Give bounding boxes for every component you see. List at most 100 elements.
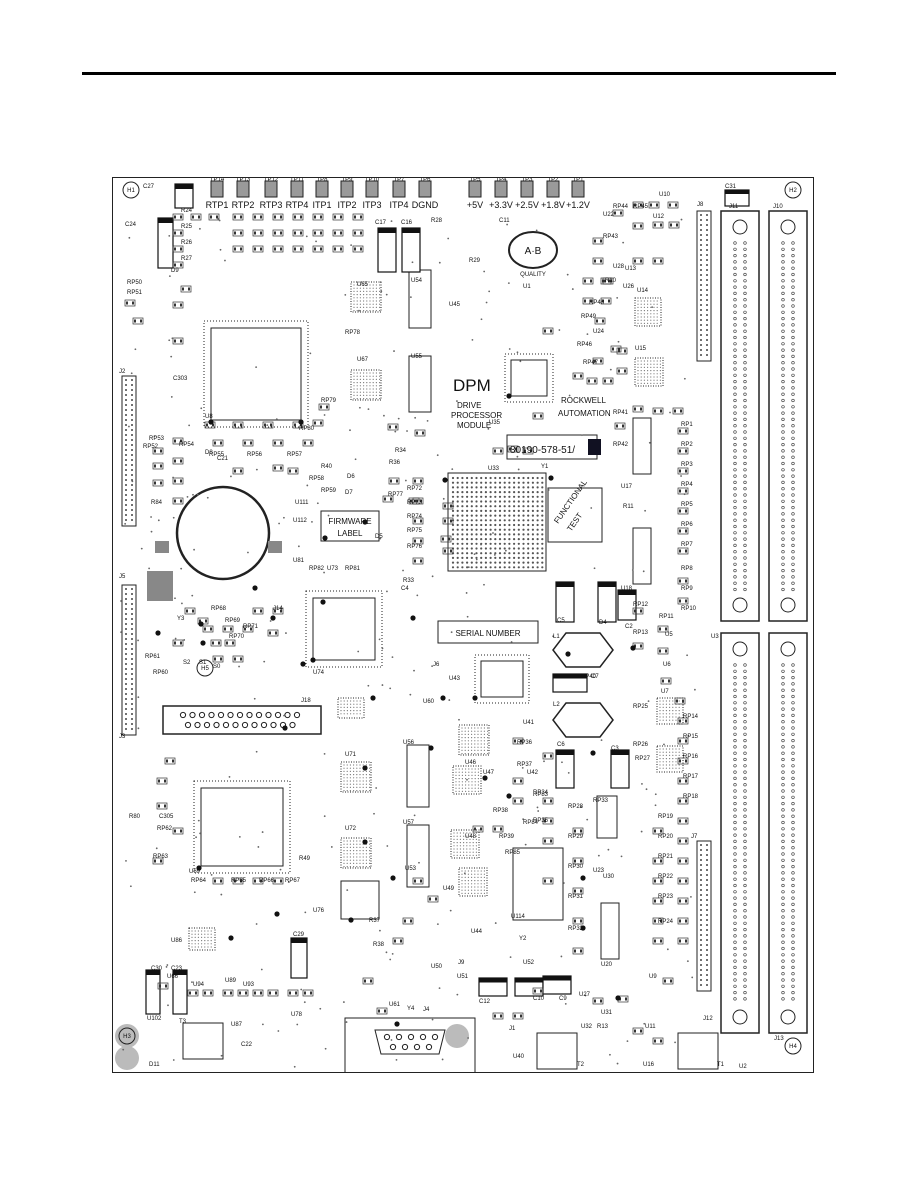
via — [389, 958, 392, 961]
bga-ball — [669, 758, 671, 760]
ref-designator: R13 — [597, 1024, 609, 1030]
bga-ball — [359, 310, 361, 312]
bga-ball — [207, 943, 209, 945]
pin — [743, 694, 747, 699]
bga-ball — [494, 552, 497, 555]
bga-ball — [356, 303, 358, 305]
pin — [131, 499, 133, 501]
smd-pad — [679, 939, 681, 943]
pin — [733, 801, 737, 806]
bga-ball — [541, 561, 544, 564]
bga-ball — [650, 379, 652, 381]
smd-pad — [574, 889, 576, 893]
bga-ball — [379, 300, 381, 302]
smd-pad — [594, 359, 596, 363]
pin — [781, 707, 785, 711]
smd-pad — [520, 1014, 522, 1018]
bga-ball — [456, 848, 458, 850]
bga-ball — [346, 866, 348, 868]
pin — [125, 419, 127, 421]
ref-designator: U12 — [653, 214, 665, 220]
bga-ball — [531, 552, 534, 555]
bga-ball — [372, 372, 374, 374]
bga-ball — [363, 391, 365, 393]
smd-footprint — [387, 423, 399, 431]
bga-ball — [472, 854, 474, 857]
smd-footprint — [632, 607, 644, 615]
smd-footprint — [222, 625, 234, 633]
bga-ball — [353, 843, 355, 845]
smd-footprint — [532, 987, 544, 995]
via — [694, 688, 696, 691]
smd-pad — [205, 619, 207, 623]
bga-ball — [541, 481, 544, 484]
smd-pad — [240, 423, 242, 427]
bga-ball — [363, 382, 365, 384]
via — [571, 288, 574, 290]
smd-footprint — [652, 827, 664, 835]
pin — [781, 323, 785, 327]
smd-footprint — [507, 445, 519, 453]
smd-pad — [280, 466, 282, 470]
bga-ball — [477, 790, 479, 793]
smd-pad — [234, 215, 236, 219]
bga-ball — [498, 519, 502, 522]
smd-pad — [260, 231, 262, 235]
smd-pad — [624, 369, 626, 373]
bga-ball — [362, 764, 364, 766]
bga-ball — [494, 495, 497, 498]
pin — [733, 556, 737, 560]
smd-pad — [160, 859, 162, 863]
smd-pad — [274, 879, 276, 883]
pin — [131, 434, 133, 436]
smd-footprint — [392, 937, 404, 945]
smd-footprint — [542, 752, 554, 760]
smd-pad — [224, 991, 226, 995]
pin — [743, 291, 747, 295]
bga-ball — [637, 363, 639, 365]
bga-ball — [531, 519, 534, 522]
bga-ball — [541, 538, 544, 541]
via — [510, 641, 513, 643]
pin — [131, 489, 133, 491]
pin — [733, 676, 737, 680]
connector-mount — [780, 641, 796, 657]
bga-ball — [662, 754, 664, 757]
chip-u74-pins — [305, 590, 383, 668]
bga-ball — [466, 514, 469, 517]
bga-ball — [349, 780, 351, 782]
bga-ball — [359, 856, 361, 858]
bga-ball — [467, 889, 469, 891]
pin — [791, 424, 795, 428]
bga-ball — [369, 394, 371, 396]
pin — [743, 398, 747, 403]
pin — [781, 732, 785, 736]
bga-ball — [356, 862, 358, 865]
ref-designator: RP82 — [309, 566, 325, 572]
bga-ball — [204, 946, 206, 948]
smd-footprint — [242, 439, 254, 447]
test-point-pad — [264, 180, 278, 198]
bga-ball — [474, 873, 476, 875]
bga-ball — [197, 940, 199, 942]
bga-ball — [359, 300, 361, 302]
smd-pad — [685, 859, 687, 863]
bga-ball — [365, 764, 367, 766]
connector-mount — [732, 1009, 748, 1025]
bga-ball — [356, 378, 358, 380]
pin — [791, 285, 795, 289]
pin1-marker — [472, 695, 478, 701]
smd-pad — [435, 897, 437, 901]
bga-ball — [466, 552, 469, 555]
pin — [743, 946, 747, 951]
pin — [700, 319, 702, 321]
ref-designator: RP73 — [407, 500, 423, 506]
pin — [781, 972, 785, 976]
bga-ball — [346, 770, 348, 773]
pin — [743, 676, 747, 680]
bga-ball — [480, 740, 482, 742]
smd-footprint — [667, 201, 679, 209]
bga-ball — [468, 784, 470, 786]
bga-ball — [656, 306, 658, 308]
pin — [781, 398, 785, 403]
